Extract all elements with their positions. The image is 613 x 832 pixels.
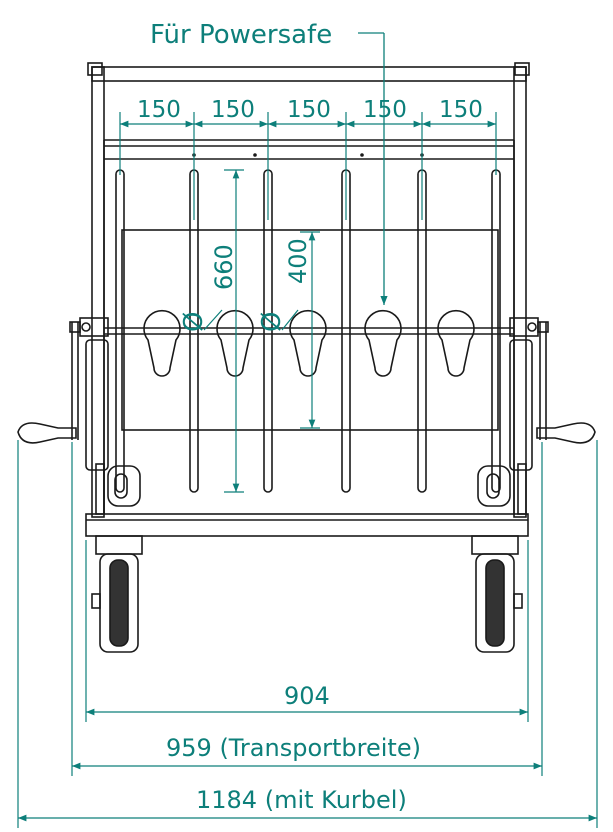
bottom-hooks	[107, 465, 511, 507]
dimension-150-chain	[119, 112, 497, 220]
dimension-1184	[17, 440, 598, 828]
dimension-904	[85, 540, 529, 722]
dimension-400	[281, 231, 320, 429]
dim-150-2: 150	[211, 97, 255, 123]
wheel-left	[91, 535, 143, 653]
dimension-959	[71, 442, 543, 776]
powersafe-label: Für Powersafe	[150, 20, 332, 50]
dim-904-label: 904	[284, 682, 330, 710]
dim-150-1: 150	[137, 97, 181, 123]
keyhole-cutouts	[143, 309, 475, 377]
dim-150-3: 150	[287, 97, 331, 123]
panel-holes	[192, 153, 424, 157]
side-columns	[79, 317, 539, 515]
dim-150-4: 150	[363, 97, 407, 123]
dim-1184-label: 1184 (mit Kurbel)	[196, 786, 407, 814]
dim-150-5: 150	[439, 97, 483, 123]
cart-frame	[85, 62, 530, 537]
dim-660-phi: Ø	[179, 312, 209, 332]
crank-left	[17, 321, 81, 444]
dim-660-label: 660	[210, 244, 238, 290]
dim-959-label: 959 (Transportbreite)	[166, 734, 421, 762]
vertical-rods	[115, 169, 501, 493]
dimension-660	[203, 169, 244, 493]
crank-right	[536, 321, 596, 444]
powersafe-callout	[358, 32, 388, 305]
wheel-right	[471, 535, 523, 653]
dim-400-label: 400	[284, 238, 312, 284]
dim-400-phi: Ø	[257, 312, 287, 332]
